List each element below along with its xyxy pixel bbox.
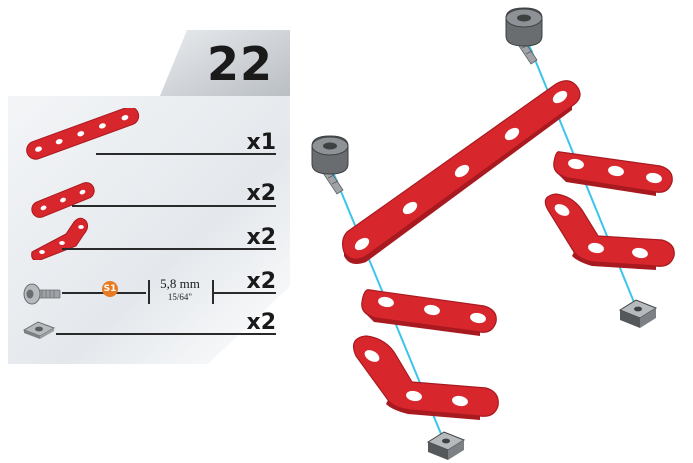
part-quantity: x2 xyxy=(224,182,276,206)
step-number: 22 xyxy=(192,38,288,90)
part-quantity: x1 xyxy=(224,131,276,155)
spec-badge: S1 xyxy=(102,281,118,297)
angle-strip-icon xyxy=(26,216,96,260)
square-nut-part xyxy=(428,432,464,460)
angle-strip-part xyxy=(545,194,674,270)
bolt-length-imperial: 15/64" xyxy=(152,292,208,303)
short-strip-part xyxy=(362,290,496,336)
hex-bolt-part xyxy=(506,8,542,64)
long-strip-part xyxy=(343,81,580,264)
part-quantity: x2 xyxy=(224,226,276,250)
part-quantity: x2 xyxy=(224,270,276,294)
bolt-length-metric: 5,8 mm xyxy=(152,276,208,292)
short-strip-part xyxy=(554,152,672,196)
angle-strip-part xyxy=(354,336,499,420)
exploded-assembly-illustration xyxy=(290,0,693,463)
short-strip-3-hole-icon xyxy=(26,180,100,220)
hex-bolt-icon xyxy=(22,282,62,306)
hex-bolt-part xyxy=(312,136,348,194)
spec-bracket-left xyxy=(148,280,150,304)
part-quantity: x2 xyxy=(224,311,276,335)
square-nut-icon xyxy=(22,318,56,340)
square-nut-part xyxy=(620,300,656,328)
